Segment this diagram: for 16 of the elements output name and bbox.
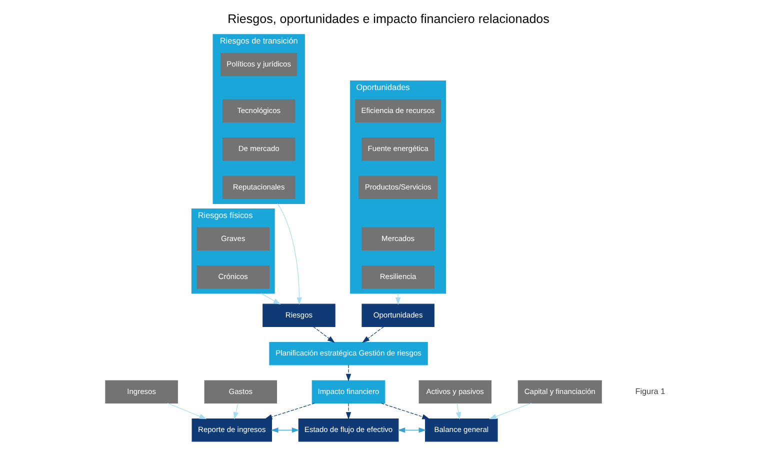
arrow bbox=[232, 402, 238, 420]
arrow bbox=[455, 402, 461, 420]
diagram-title: Riesgos, oportunidades e impacto financiero relacionados bbox=[227, 12, 549, 26]
arrow bbox=[397, 428, 426, 433]
arrow bbox=[312, 326, 334, 343]
arrow bbox=[264, 402, 315, 420]
arrow bbox=[345, 364, 351, 382]
arrow bbox=[270, 428, 299, 433]
arrow bbox=[276, 203, 302, 305]
arrow bbox=[345, 402, 351, 420]
arrow bbox=[488, 402, 532, 420]
arrow bbox=[166, 402, 206, 420]
arrow bbox=[260, 293, 280, 305]
arrow bbox=[380, 402, 430, 420]
arrow bbox=[362, 326, 384, 343]
arrow bbox=[394, 293, 400, 305]
